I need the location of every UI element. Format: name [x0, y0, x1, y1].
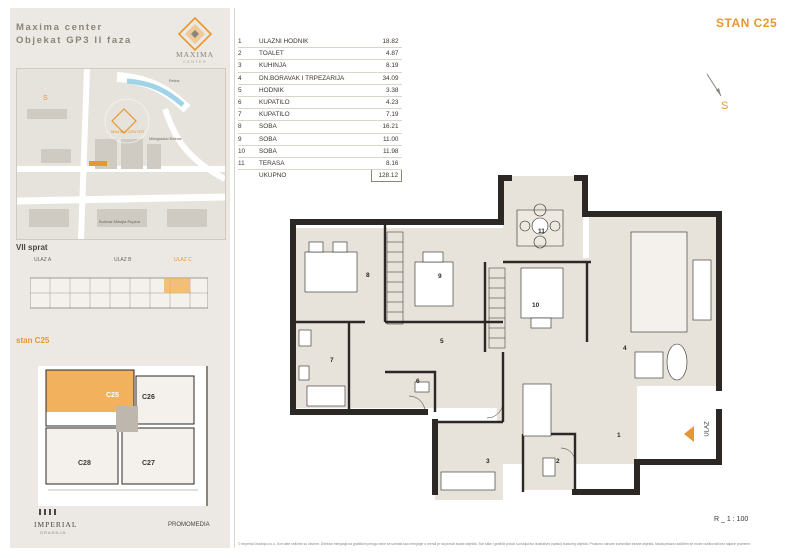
project-title-line2: Objekat GP3 II faza [16, 35, 132, 46]
unit-label: stan C25 [16, 336, 50, 345]
promo-label: PROMOMEDIA [168, 522, 210, 528]
plan-room-number: 10 [532, 302, 540, 309]
scale-label: R _ 1 : 100 [714, 516, 749, 523]
room-number: 6 [238, 96, 259, 110]
total-spacer [238, 170, 259, 182]
logo-sub: CENTER [183, 59, 207, 64]
unit-c27-label: C27 [142, 460, 155, 467]
compass-icon [706, 73, 722, 97]
room-area: 7.19 [371, 108, 402, 122]
total-area: 128.12 [371, 169, 402, 183]
room-number: 10 [238, 145, 259, 159]
logo-text: MAXIMA [175, 50, 215, 59]
maxima-logo-icon [177, 16, 213, 52]
room-name: SOBA [259, 145, 372, 159]
room-number: 1 [238, 36, 259, 49]
room-area: 18.82 [371, 36, 402, 49]
room-area: 8.19 [371, 59, 402, 73]
room-area: 3.38 [371, 84, 402, 98]
plan-room-number: 3 [486, 458, 490, 465]
room-number: 7 [238, 108, 259, 122]
map-street-label: Mitrogradski Bulevar [149, 137, 182, 141]
room-number: 4 [238, 72, 259, 85]
imperial-columns-icon [39, 509, 56, 515]
plan-room-number: 7 [330, 357, 334, 364]
plan-room-number: 11 [538, 228, 545, 235]
room-area: 4.23 [371, 96, 402, 110]
plan-room-number: 4 [623, 345, 627, 352]
room-number: 8 [238, 120, 259, 134]
floor-plan [290, 175, 722, 500]
map-north-label: S [43, 95, 48, 102]
location-map: S Bulevar Mihajla Pupina Mitrogradski Bu… [16, 68, 226, 240]
brand-name: IMPERIAL [34, 520, 78, 529]
total-row: UKUPNO 128.12 [238, 169, 402, 183]
entrance-label-b: ULAZ B [114, 257, 132, 263]
map-building-label: MAXIMA CENTER [111, 129, 145, 134]
entry-label: ULAZ [704, 421, 711, 437]
unit-c26-label: C26 [142, 394, 155, 401]
unit-c25-label: C25 [106, 392, 119, 399]
compass-south-label: S [721, 100, 729, 112]
room-name: KUPATILO [259, 108, 372, 122]
room-area: 11.98 [371, 145, 402, 159]
room-number: 9 [238, 133, 259, 146]
plan-room-number: 6 [416, 378, 420, 385]
project-title-line1: Maxima center [16, 22, 103, 33]
room-area: 4.87 [371, 47, 402, 61]
map-street-label: Rečna [169, 79, 180, 83]
total-label: UKUPNO [259, 172, 287, 180]
room-area: 11.00 [371, 133, 402, 146]
room-name: DN.BORAVAK I TRPEZARIJA [259, 72, 372, 85]
floor-key-plan [30, 277, 208, 309]
entrance-label-c: ULAZ C [174, 257, 192, 263]
plan-room-number: 5 [440, 338, 444, 345]
room-name: ULAZNI HODNIK [259, 36, 372, 49]
room-area: 8.16 [371, 157, 402, 171]
room-name: SOBA [259, 120, 372, 134]
room-name: SOBA [259, 133, 372, 146]
room-number: 2 [238, 47, 259, 61]
plan-room-number: 2 [556, 458, 560, 465]
room-area: 34.09 [371, 72, 402, 85]
sidebar: Maxima center Objekat GP3 II faza MAXIMA… [10, 8, 230, 548]
footer-disclaimer: © Imperial Gradnja d.o.o. Sve date velič… [238, 542, 752, 546]
building-plan [38, 366, 208, 506]
room-name: KUHINJA [259, 59, 372, 73]
room-number: 3 [238, 59, 259, 73]
room-name: HODNIK [259, 84, 372, 98]
unit-title: STAN C25 [716, 16, 778, 30]
room-number: 5 [238, 84, 259, 98]
plan-room-number: 8 [366, 272, 370, 279]
plan-room-number: 9 [438, 273, 442, 280]
brand-sub: GRADNJA [40, 530, 67, 535]
divider [234, 8, 235, 548]
room-area: 16.21 [371, 120, 402, 134]
map-street-label: Bulevar Mihajla Pupina [99, 219, 140, 224]
room-name: KUPATILO [259, 96, 372, 110]
unit-c28-label: C28 [78, 460, 91, 467]
room-number: 11 [238, 157, 259, 171]
floor-label: VII sprat [16, 243, 48, 252]
room-name: TERASA [259, 157, 372, 171]
entry-arrow-icon [684, 426, 694, 442]
room-name: TOALET [259, 47, 372, 61]
plan-room-number: 1 [617, 432, 621, 439]
entrance-label-a: ULAZ A [34, 257, 52, 263]
